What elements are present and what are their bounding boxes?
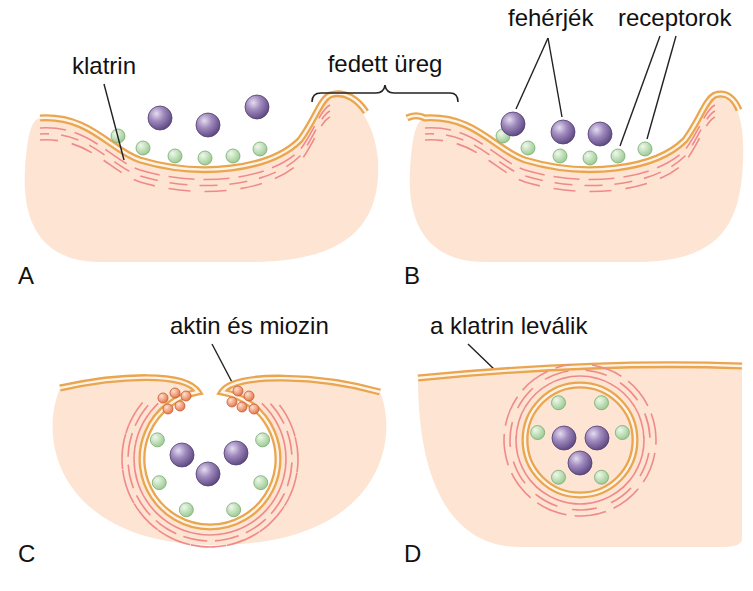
protein: [245, 95, 269, 119]
receptor: [253, 142, 267, 156]
vesicle-membrane-gap: [525, 385, 635, 495]
protein: [196, 113, 220, 137]
receptor: [553, 149, 567, 163]
panel-b: [407, 94, 743, 262]
protein: [170, 443, 194, 467]
part-label: receptorok: [618, 4, 731, 32]
receptor: [179, 503, 193, 517]
actin-myosin: [181, 391, 191, 401]
actin-myosin: [175, 401, 185, 411]
protein: [501, 112, 525, 136]
part-label: fedett üreg: [328, 50, 443, 78]
actin-myosin-group: [158, 386, 259, 414]
panel-letter: A: [18, 262, 34, 290]
protein: [148, 106, 172, 130]
receptor: [136, 141, 150, 155]
receptor: [552, 470, 566, 484]
protein-group: [170, 441, 248, 486]
bracket: [312, 85, 458, 102]
leader-line: [647, 36, 676, 139]
membrane: [407, 94, 739, 169]
panel-letter: C: [18, 540, 35, 568]
receptor: [552, 396, 566, 410]
receptor: [531, 426, 545, 440]
actin-myosin: [244, 391, 254, 401]
cell-body: [25, 94, 379, 262]
actin-myosin: [170, 388, 180, 398]
receptor: [595, 396, 609, 410]
receptor: [611, 149, 625, 163]
leader-line: [516, 38, 548, 109]
actin-myosin: [237, 402, 247, 412]
leader-line: [620, 36, 660, 146]
receptor: [227, 503, 241, 517]
receptor: [198, 151, 212, 165]
receptor: [152, 476, 166, 490]
clathrin-strand: [504, 365, 656, 516]
receptor-group: [531, 396, 630, 484]
cell-body: [53, 378, 387, 545]
panel-a: [25, 94, 379, 262]
receptor: [521, 141, 535, 155]
receptor-group: [111, 129, 267, 165]
protein: [224, 441, 248, 465]
clathrin-coat: [504, 365, 656, 516]
receptor: [226, 149, 240, 163]
part-label: a klatrin leválik: [430, 312, 587, 340]
membrane-gap: [40, 94, 366, 170]
leader-lines: [104, 36, 676, 398]
receptor-group: [150, 433, 269, 517]
panel-letter: D: [404, 540, 421, 568]
leader-line: [548, 38, 562, 117]
panel-letter: B: [404, 262, 420, 290]
actin-myosin: [227, 397, 237, 407]
vesicle-membrane: [525, 385, 635, 495]
receptor: [256, 433, 270, 447]
leader-line: [104, 84, 124, 160]
clathrin-strand: [516, 376, 644, 504]
protein: [196, 462, 220, 486]
part-label: fehérjék: [508, 4, 593, 32]
protein: [588, 122, 612, 146]
membrane: [40, 94, 366, 170]
actin-myosin: [249, 404, 259, 414]
clathrin-strand: [134, 403, 286, 535]
receptor: [638, 142, 652, 156]
protein-group: [148, 95, 269, 137]
protein-group: [501, 112, 612, 146]
receptor: [595, 470, 609, 484]
clathrin-strand: [510, 370, 650, 510]
part-label: aktin és miozin: [170, 312, 329, 340]
panel-c: [53, 378, 387, 547]
receptor: [150, 433, 164, 447]
protein: [585, 426, 609, 450]
receptor: [583, 151, 597, 165]
panel-d: [418, 365, 742, 547]
membrane-gap: [60, 378, 380, 527]
membrane: [60, 378, 380, 527]
leader-line: [212, 344, 234, 386]
actin-myosin: [158, 393, 168, 403]
receptor: [168, 149, 182, 163]
protein: [568, 451, 592, 475]
receptor: [615, 426, 629, 440]
membrane-gap: [407, 94, 739, 169]
part-label: klatrin: [72, 52, 136, 80]
cell-body: [418, 365, 742, 547]
actin-myosin: [163, 404, 173, 414]
actin-myosin: [233, 386, 243, 396]
protein: [551, 120, 575, 144]
protein: [552, 426, 576, 450]
protein-group: [552, 426, 609, 475]
receptor: [254, 476, 268, 490]
